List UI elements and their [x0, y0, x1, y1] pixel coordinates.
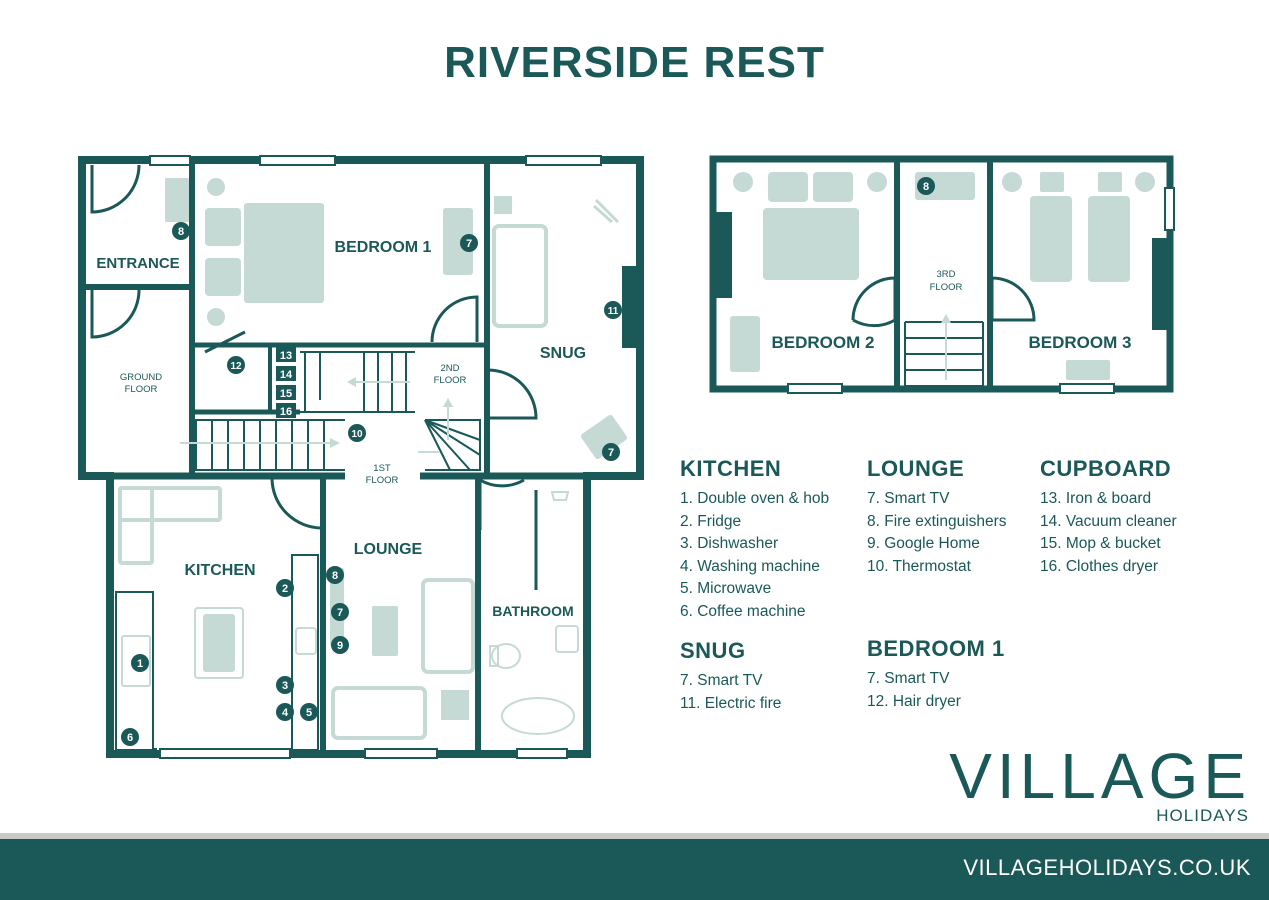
legend-kitchen: KITCHEN 1. Double oven & hob 2. Fridge 3… — [680, 456, 829, 624]
legend-heading: CUPBOARD — [1040, 456, 1172, 481]
legend-item: 2. Fridge — [680, 512, 742, 530]
footer-url[interactable]: VILLAGEHOLIDAYS.CO.UK — [963, 855, 1251, 880]
marker-8-entrance: 8 — [172, 222, 190, 240]
svg-text:8: 8 — [178, 226, 184, 238]
room-label-bathroom: BATHROOM — [492, 603, 573, 619]
marker-8-third-floor: 8 — [917, 177, 935, 195]
legend-heading: LOUNGE — [867, 456, 965, 481]
legend-snug: SNUG 7. Smart TV 11. Electric fire — [680, 638, 781, 715]
marker-7-snug: 7 — [602, 443, 620, 461]
svg-text:12: 12 — [230, 361, 242, 372]
marker-4: 4 — [276, 703, 294, 721]
room-label-bedroom2: BEDROOM 2 — [772, 333, 875, 352]
marker-11-snug: 11 — [604, 301, 622, 319]
legend-item: 12. Hair dryer — [867, 692, 961, 710]
footer-bar: VILLAGEHOLIDAYS.CO.UK — [0, 839, 1269, 900]
svg-text:10: 10 — [351, 429, 363, 440]
svg-text:9: 9 — [337, 640, 343, 652]
marker-2: 2 — [276, 579, 294, 597]
legend-item: 7. Smart TV — [867, 490, 950, 507]
legend-item: 6. Coffee machine — [680, 602, 806, 620]
svg-text:7: 7 — [337, 607, 343, 619]
marker-8-lounge: 8 — [326, 566, 344, 584]
legend-heading: SNUG — [680, 638, 746, 663]
brand-name: VILLAGE — [949, 740, 1251, 812]
room-label-bedroom3: BEDROOM 3 — [1029, 333, 1132, 352]
legend-item: 4. Washing machine — [680, 557, 820, 575]
svg-text:15: 15 — [280, 388, 292, 400]
marker-5: 5 — [300, 703, 318, 721]
room-label-bedroom1: BEDROOM 1 — [335, 239, 432, 256]
page-title: RIVERSIDE REST — [444, 38, 825, 87]
legend-item: 7. Smart TV — [680, 672, 763, 689]
svg-text:1: 1 — [137, 658, 143, 670]
legend-lounge: LOUNGE 7. Smart TV 8. Fire extinguishers… — [867, 456, 1007, 578]
legend-heading: KITCHEN — [680, 456, 782, 481]
marker-10: 10 — [348, 424, 366, 442]
footer-divider — [0, 833, 1269, 839]
legend-item: 11. Electric fire — [680, 694, 782, 712]
svg-text:7: 7 — [608, 447, 614, 459]
svg-text:3: 3 — [282, 680, 288, 692]
room-label-snug: SNUG — [540, 345, 586, 362]
marker-12-bedroom1: 12 — [227, 356, 245, 374]
svg-text:16: 16 — [280, 406, 292, 418]
room-label-entrance: ENTRANCE — [96, 255, 179, 272]
legend-item: 3. Dishwasher — [680, 535, 779, 553]
legend-item: 9. Google Home — [867, 535, 980, 553]
svg-text:7: 7 — [466, 238, 472, 250]
floor-plan: ENTRANCE BEDROOM 1 SNUG KITCHEN LOUNGE B… — [78, 155, 1175, 759]
svg-text:13: 13 — [280, 350, 292, 362]
legend-item: 8. Fire extinguishers — [867, 512, 1007, 530]
marker-3: 3 — [276, 676, 294, 694]
brand-sub: HOLIDAYS — [1156, 806, 1249, 825]
marker-13: 13 — [276, 347, 296, 362]
svg-text:14: 14 — [280, 369, 293, 381]
legend-item: 14. Vacuum cleaner — [1040, 512, 1177, 530]
marker-16: 16 — [276, 403, 296, 418]
marker-15: 15 — [276, 385, 296, 400]
svg-text:8: 8 — [332, 570, 338, 582]
marker-7-bedroom1: 7 — [460, 234, 478, 252]
marker-1: 1 — [131, 654, 149, 672]
legend-item: 1. Double oven & hob — [680, 490, 830, 507]
room-label-kitchen: KITCHEN — [184, 562, 255, 579]
marker-14: 14 — [276, 366, 296, 381]
brand-logo: VILLAGE HOLIDAYS — [949, 744, 1251, 826]
legend-cupboard: CUPBOARD 13. Iron & board 14. Vacuum cle… — [1040, 456, 1177, 578]
marker-9: 9 — [331, 636, 349, 654]
legend-item: 15. Mop & bucket — [1040, 535, 1161, 553]
marker-6: 6 — [121, 728, 139, 746]
legend-item: 7. Smart TV — [867, 670, 950, 687]
legend-item: 16. Clothes dryer — [1040, 557, 1159, 575]
svg-text:6: 6 — [127, 732, 133, 744]
legend-bedroom1: BEDROOM 1 7. Smart TV 12. Hair dryer — [867, 636, 1005, 713]
legend-item: 10. Thermostat — [867, 557, 971, 575]
svg-text:11: 11 — [608, 306, 619, 317]
legend-item: 5. Microwave — [680, 580, 772, 598]
marker-7-lounge: 7 — [331, 603, 349, 621]
room-label-lounge: LOUNGE — [354, 541, 423, 558]
legend-item: 13. Iron & board — [1040, 490, 1152, 507]
svg-text:4: 4 — [282, 707, 289, 719]
svg-text:2: 2 — [282, 583, 288, 595]
svg-text:5: 5 — [306, 707, 312, 719]
legend-heading: BEDROOM 1 — [867, 636, 1005, 661]
svg-text:8: 8 — [923, 181, 929, 193]
